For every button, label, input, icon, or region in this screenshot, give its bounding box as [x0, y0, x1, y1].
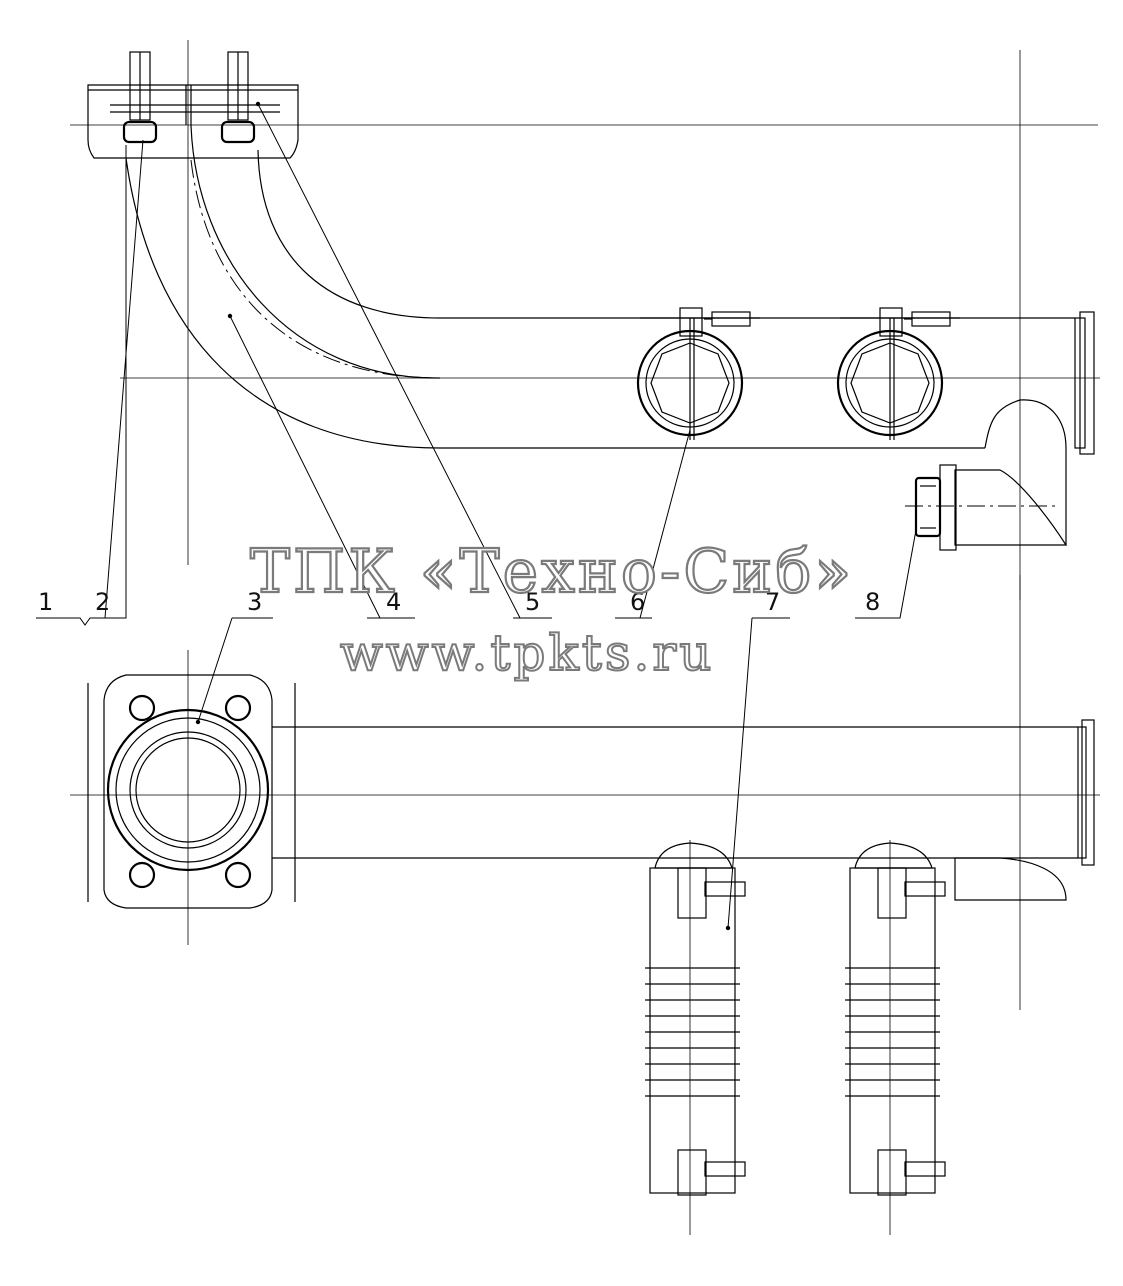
- clamp-top-2: [836, 307, 960, 440]
- watermark: ТПК «Техно-Сиб» www.tpkts.ru: [249, 536, 854, 683]
- callout-4: 4: [386, 588, 401, 616]
- leader-lines: [36, 103, 917, 929]
- hose-2-corrugations: [845, 967, 940, 1097]
- flexible-hose-1: [645, 842, 746, 1196]
- clamp-top-1: [636, 307, 760, 440]
- callout-7: 7: [765, 588, 780, 616]
- hose-1-corrugations: [645, 967, 740, 1097]
- callout-8: 8: [865, 588, 880, 616]
- pipe-clamps-top: [636, 307, 960, 440]
- flexible-hose-2: [845, 842, 946, 1196]
- bottom-flange: [87, 674, 296, 909]
- callout-2: 2: [95, 588, 110, 616]
- elbow-outlet: [905, 399, 1068, 551]
- curved-pipe-top: [125, 124, 1095, 455]
- watermark-url: www.tpkts.ru: [340, 624, 715, 682]
- callout-5: 5: [525, 588, 540, 616]
- straight-pipe-bottom: [272, 719, 1095, 901]
- watermark-company: ТПК «Техно-Сиб»: [250, 537, 854, 607]
- callout-1: 1: [38, 588, 53, 616]
- callout-3: 3: [247, 588, 262, 616]
- callout-6: 6: [630, 588, 645, 616]
- centerlines: [70, 40, 1100, 1235]
- callout-labels: 1 2 3 4 5 6 7 8: [38, 588, 880, 616]
- top-flange: [87, 51, 299, 159]
